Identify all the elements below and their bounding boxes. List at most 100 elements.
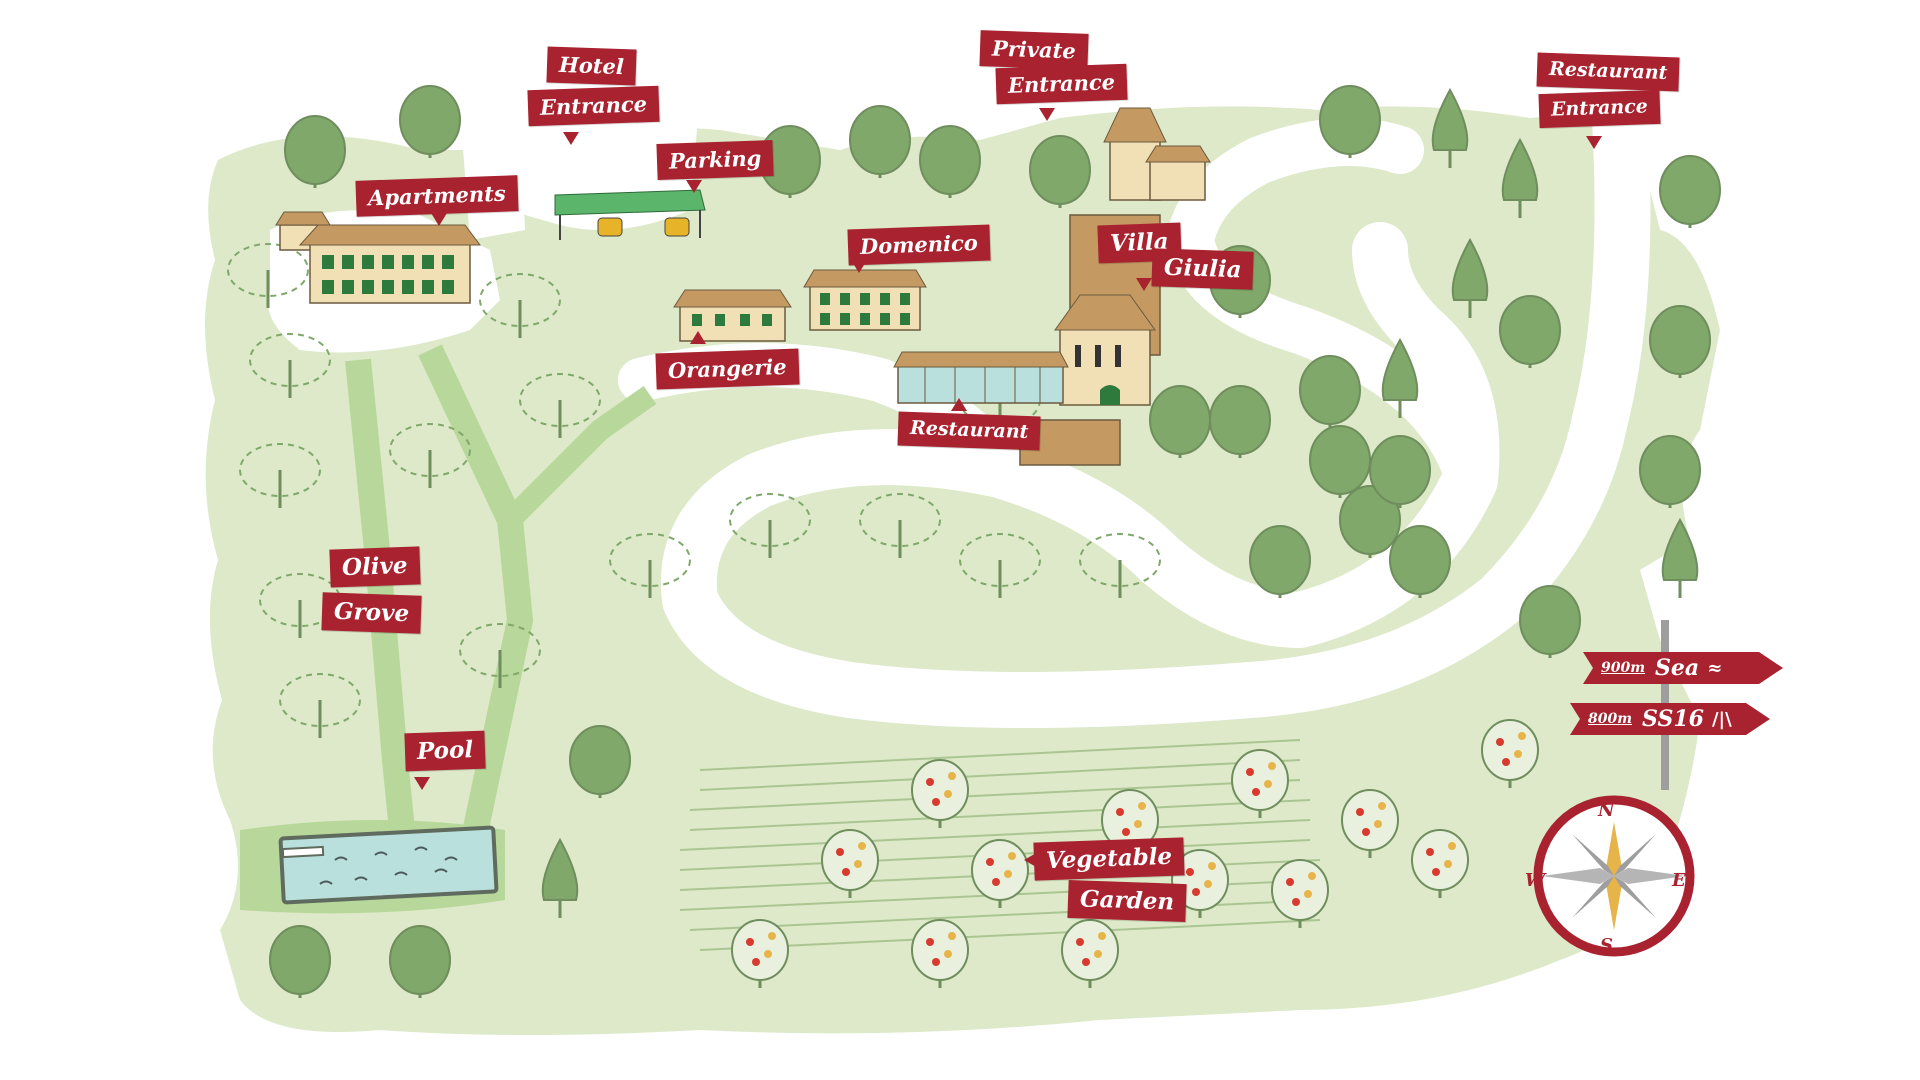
tree bbox=[1339, 485, 1401, 558]
cypress-tree bbox=[1661, 517, 1699, 598]
tree bbox=[1299, 355, 1361, 428]
compass-west: W bbox=[1525, 870, 1546, 891]
tree bbox=[1519, 585, 1581, 658]
domenico-pointer bbox=[851, 260, 867, 273]
tree bbox=[1029, 135, 1091, 208]
tree bbox=[1309, 425, 1371, 498]
fruit-tree bbox=[1341, 789, 1399, 858]
olive-tree bbox=[959, 533, 1041, 598]
tree bbox=[1389, 525, 1451, 598]
fruit-tree bbox=[731, 919, 789, 988]
tree bbox=[1369, 435, 1431, 508]
olive-label: Olive bbox=[329, 546, 421, 588]
olive-tree bbox=[479, 273, 561, 338]
sign-sea-distance: 900m bbox=[1601, 660, 1646, 676]
cypress-tree bbox=[1431, 87, 1469, 168]
tree bbox=[919, 125, 981, 198]
apartments-building bbox=[275, 211, 481, 304]
olive-grove-path-right bbox=[418, 344, 534, 883]
orangerie-pointer bbox=[690, 331, 706, 344]
fruit-tree bbox=[821, 829, 879, 898]
olive-tree bbox=[249, 333, 331, 398]
pool bbox=[278, 825, 499, 905]
olive-tree bbox=[239, 443, 321, 508]
tree bbox=[1319, 85, 1381, 158]
olive-tree bbox=[1079, 533, 1161, 598]
sign-ss16-distance: 800m bbox=[1588, 711, 1633, 727]
parking-carport bbox=[554, 189, 706, 240]
fruit-tree bbox=[1481, 719, 1539, 788]
cypress-tree bbox=[541, 837, 579, 918]
olive-grove-path-cross bbox=[502, 385, 657, 528]
cypress-tree bbox=[1501, 137, 1539, 218]
restaurant-label: Restaurant bbox=[897, 411, 1041, 451]
tree bbox=[269, 925, 331, 998]
olive-tree bbox=[519, 373, 601, 438]
fruit-tree bbox=[911, 759, 969, 828]
waves-icon: ≈ bbox=[1707, 657, 1723, 679]
olive-tree bbox=[729, 493, 811, 558]
olive-tree bbox=[859, 493, 941, 558]
tree bbox=[1209, 385, 1271, 458]
restaurant-entrance-label-line2: Entrance bbox=[1538, 89, 1661, 129]
grove-label: Grove bbox=[321, 592, 422, 634]
restaurant-entrance-pointer bbox=[1586, 136, 1602, 149]
compass-east: E bbox=[1672, 870, 1686, 891]
hotel-entrance-pointer bbox=[563, 132, 579, 145]
cypress-tree bbox=[1451, 237, 1489, 318]
restaurant-entrance-label-line1: Restaurant bbox=[1536, 52, 1680, 92]
trees bbox=[227, 85, 1721, 998]
tree bbox=[1659, 155, 1721, 228]
apartments-pointer bbox=[431, 213, 447, 226]
cypress-tree bbox=[1381, 337, 1419, 418]
vegetable-garden-pointer bbox=[1024, 852, 1038, 868]
compass-north: N bbox=[1598, 800, 1615, 821]
tree bbox=[284, 115, 346, 188]
restaurant-pointer bbox=[951, 398, 967, 411]
vegetable-label: Vegetable bbox=[1033, 837, 1185, 881]
parking-label: Parking bbox=[656, 139, 774, 181]
tree bbox=[399, 85, 461, 158]
tree bbox=[1249, 525, 1311, 598]
tree bbox=[389, 925, 451, 998]
olive-tree bbox=[389, 423, 471, 488]
road-icon: /|\ bbox=[1711, 708, 1732, 730]
fruit-tree bbox=[1061, 919, 1119, 988]
hotel-entrance-label-line2: Entrance bbox=[527, 85, 660, 127]
fruit-tree bbox=[971, 839, 1029, 908]
orangerie-label: Orangerie bbox=[655, 348, 800, 390]
olive-tree bbox=[609, 533, 691, 598]
olive-grove-path-left bbox=[345, 358, 418, 862]
compass-rose bbox=[1533, 795, 1695, 957]
giulia-label: Giulia bbox=[1151, 248, 1255, 290]
villa-giulia-pointer bbox=[1136, 278, 1152, 291]
garden-label: Garden bbox=[1067, 879, 1187, 923]
pool-diving-board bbox=[281, 845, 325, 859]
domenico-label: Domenico bbox=[847, 224, 991, 266]
fruit-tree bbox=[911, 919, 969, 988]
olive-tree bbox=[279, 673, 361, 738]
olive-tree bbox=[459, 623, 541, 688]
tree bbox=[1639, 435, 1701, 508]
parking-pointer bbox=[686, 180, 702, 193]
olive-tree bbox=[227, 243, 309, 308]
tree bbox=[1649, 305, 1711, 378]
private-entrance-pointer bbox=[1039, 108, 1055, 121]
pool-label: Pool bbox=[404, 730, 486, 772]
apartments-label: Apartments bbox=[355, 175, 519, 217]
hotel-entrance-label-line1: Hotel bbox=[546, 46, 637, 86]
compass-south: S bbox=[1600, 935, 1613, 956]
sign-ss16-destination: SS16 bbox=[1642, 706, 1704, 732]
sign-ss16: 800m SS16 /|\ bbox=[1570, 703, 1770, 735]
sign-sea: 900m Sea ≈ bbox=[1583, 652, 1783, 684]
orangerie-building bbox=[673, 289, 792, 342]
sign-sea-destination: Sea bbox=[1655, 655, 1700, 681]
tree bbox=[849, 105, 911, 178]
pool-pointer bbox=[414, 777, 430, 790]
fruit-tree bbox=[1411, 829, 1469, 898]
private-entrance-label-line2: Entrance bbox=[995, 63, 1128, 105]
tree bbox=[569, 725, 631, 798]
tree bbox=[1499, 295, 1561, 368]
domenico-building bbox=[803, 269, 927, 331]
